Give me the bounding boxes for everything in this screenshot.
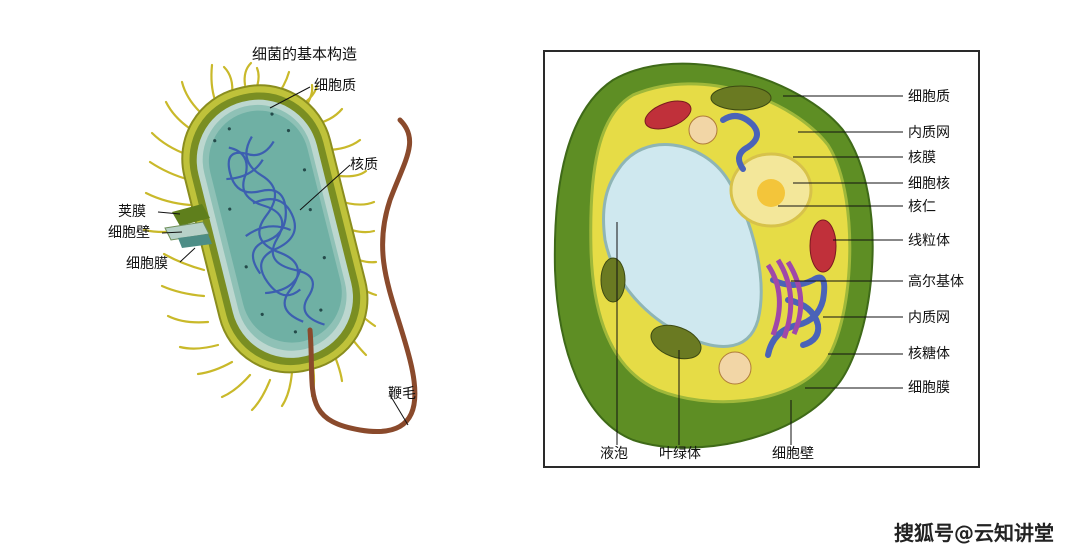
- bacteria-label-capsule: 荚膜: [118, 204, 146, 220]
- plant-label-mitochondrion: 线粒体: [908, 233, 950, 249]
- plant-label-golgi: 高尔基体: [908, 274, 964, 290]
- bacteria-label-cytoplasm: 细胞质: [314, 78, 356, 94]
- plant-label-chloroplast: 叶绿体: [659, 446, 701, 462]
- mitochondrion: [809, 219, 837, 273]
- plant-label-cell-wall: 细胞壁: [772, 446, 814, 462]
- bacteria-label-cell-wall: 细胞壁: [108, 225, 150, 241]
- vesicle: [718, 351, 752, 385]
- plant-label-nuclear-membrane: 核膜: [908, 150, 936, 166]
- plant-label-vacuole: 液泡: [600, 446, 628, 462]
- nucleolus: [757, 179, 785, 207]
- bacteria-label-flagellum: 鞭毛: [388, 386, 416, 402]
- bacteria-label-cell-membrane: 细胞膜: [126, 256, 168, 272]
- plant-label-er-bottom: 内质网: [908, 310, 950, 326]
- plant-leader-lines: [616, 95, 903, 445]
- chloroplast: [600, 257, 626, 303]
- plant-label-ribosome: 核糖体: [908, 346, 950, 362]
- chloroplast: [650, 324, 702, 360]
- watermark: 搜狐号@云知讲堂: [894, 521, 1054, 545]
- flagellum: [307, 117, 418, 434]
- ribosome-dots: [213, 112, 326, 334]
- plant-label-nucleus: 细胞核: [908, 176, 950, 192]
- bacteria-leader-lines: [157, 86, 409, 426]
- bacteria-title: 细菌的基本构造: [252, 45, 358, 63]
- bacteria-illustration: [142, 61, 418, 434]
- plant-label-cell-membrane: 细胞膜: [908, 380, 950, 396]
- nucleoid-dna: [226, 136, 325, 326]
- plant-vacuole: [602, 143, 763, 348]
- plant-label-er-top: 内质网: [908, 125, 950, 141]
- mitochondrion: [644, 100, 692, 130]
- bacteria-label-nucleoid: 核质: [350, 157, 378, 173]
- plant-label-nucleolus: 核仁: [908, 199, 936, 215]
- plant-label-cytoplasm: 细胞质: [908, 89, 950, 105]
- chloroplast: [710, 85, 772, 111]
- plant-cell-illustration: [553, 62, 903, 449]
- vesicle: [688, 115, 718, 145]
- bacterium-body: [181, 84, 369, 374]
- cell-wall-cutaway: [164, 204, 212, 248]
- golgi-apparatus: [765, 258, 804, 339]
